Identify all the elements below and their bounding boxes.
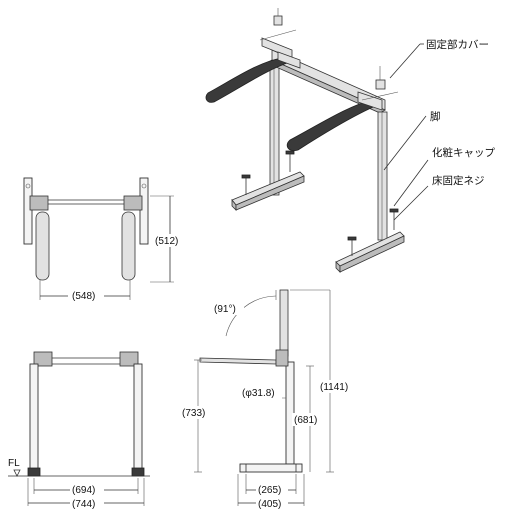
dim-seat-height: (733) bbox=[182, 408, 205, 419]
callout-screw: 床固定ネジ bbox=[432, 174, 485, 187]
dim-outer-width: (744) bbox=[72, 499, 95, 510]
floor-level-label: FL bbox=[8, 458, 20, 469]
callout-leaders bbox=[383, 43, 429, 221]
callout-leg: 脚 bbox=[430, 110, 441, 123]
isometric-view: 固定部カバー 脚 化粧キャップ 床固定ネジ bbox=[205, 8, 495, 273]
dim-top-width: (548) bbox=[72, 291, 95, 302]
top-view: (548) (512) bbox=[23, 177, 187, 302]
callout-cover: 固定部カバー bbox=[426, 38, 489, 51]
right-armrest bbox=[286, 91, 383, 152]
dim-angle: (91°) bbox=[214, 304, 236, 315]
left-leg bbox=[231, 64, 305, 211]
dim-inner-width: (694) bbox=[72, 485, 95, 496]
left-armrest bbox=[205, 51, 301, 103]
right-leg bbox=[335, 111, 405, 273]
dim-top-depth: (512) bbox=[155, 236, 178, 247]
dim-leg-height: (681) bbox=[294, 415, 317, 426]
callout-cap: 化粧キャップ bbox=[432, 146, 495, 159]
dim-diameter: (φ31.8) bbox=[242, 388, 275, 399]
dim-base-inner: (265) bbox=[258, 485, 281, 496]
fixing-covers bbox=[259, 8, 399, 101]
side-view: (91°) (733) (681) (1141) (φ31.8) (265) (… bbox=[180, 289, 354, 510]
dim-base-outer: (405) bbox=[258, 499, 281, 510]
front-view: FL (694) (744) bbox=[8, 351, 150, 510]
dim-total-height: (1141) bbox=[320, 382, 348, 393]
